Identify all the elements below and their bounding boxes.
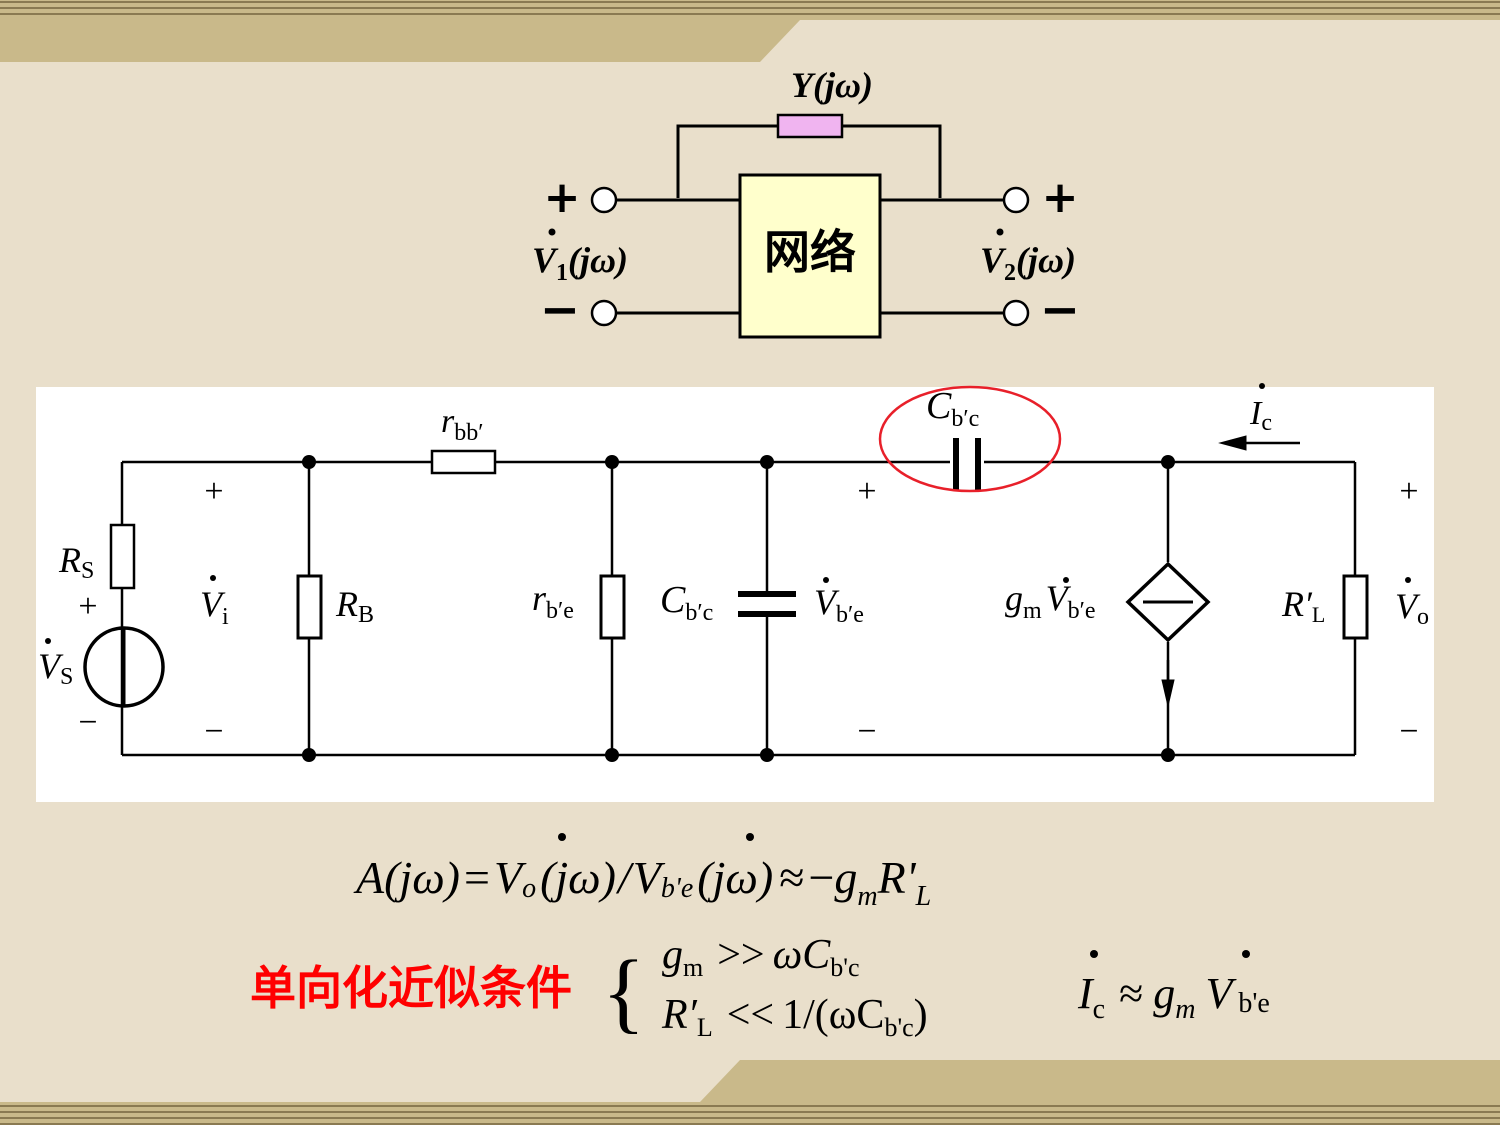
label-rl: R′L bbox=[1281, 584, 1325, 627]
dot-accent bbox=[823, 577, 829, 583]
label-vs: VS bbox=[38, 638, 73, 690]
circuit-wires bbox=[120, 460, 1357, 757]
circuit-arrows bbox=[1161, 435, 1300, 707]
two-port-labels: Y(jω) 网络 + − + − V1(jω) V2(jω) bbox=[532, 65, 1080, 338]
terminal-out-minus bbox=[1002, 299, 1030, 327]
network-box bbox=[738, 173, 882, 339]
dot-accent bbox=[746, 833, 754, 841]
label-vbe: Vb′e bbox=[814, 577, 864, 628]
dot-accent bbox=[996, 228, 1004, 236]
vi-plus-sign: + bbox=[204, 473, 223, 510]
label-ic: Ic bbox=[1249, 383, 1272, 436]
resistor-rbb bbox=[430, 449, 497, 475]
decor-top-stripes bbox=[0, 0, 1500, 62]
junction-dot bbox=[1161, 455, 1175, 469]
svg-text:Vi: Vi bbox=[200, 584, 229, 630]
svg-text:A(jω)=Vo(jω)/Vb'e(jω)≈−gmR'L: A(jω)=Vo(jω)/Vb'e(jω)≈−gmR'L bbox=[353, 852, 931, 912]
wire-feedback-left bbox=[676, 124, 778, 198]
resistor-rs bbox=[109, 523, 136, 590]
label-vi: Vi bbox=[200, 575, 229, 630]
network-label: 网络 bbox=[764, 225, 856, 279]
wire-feedback-right bbox=[842, 124, 942, 198]
svg-text:VS: VS bbox=[38, 646, 73, 690]
label-rbb: rbb′ bbox=[441, 403, 483, 446]
label-rb: RB bbox=[335, 584, 374, 628]
vs-plus-sign: + bbox=[78, 588, 97, 625]
output-plus-sign: + bbox=[1042, 172, 1079, 223]
label-cbc-shunt: Cb′c bbox=[660, 579, 713, 626]
vbe-minus-sign: − bbox=[857, 713, 876, 750]
condition-1: gm>>ωCb'c bbox=[662, 932, 860, 982]
output-voltage-label: V2(jω) bbox=[980, 228, 1076, 286]
resistor-rb bbox=[296, 574, 323, 640]
junction-dot bbox=[302, 455, 316, 469]
svg-text:Vo: Vo bbox=[1395, 586, 1429, 630]
admittance-label: Y(jω) bbox=[791, 65, 873, 105]
dot-accent bbox=[1090, 950, 1098, 958]
circuit-panel bbox=[36, 387, 1434, 802]
junction-dot bbox=[1161, 748, 1175, 762]
source-current-arrow bbox=[1161, 679, 1175, 707]
decor-bottom-stripes bbox=[0, 1060, 1500, 1125]
svg-text:Ic: Ic bbox=[1249, 395, 1272, 436]
terminal-in-plus bbox=[590, 186, 618, 214]
input-plus-sign: + bbox=[544, 172, 581, 223]
brace: { bbox=[602, 943, 645, 1042]
highlight-ellipse bbox=[878, 385, 1062, 493]
output-minus-sign: − bbox=[1040, 282, 1080, 338]
circuit-components bbox=[83, 438, 1369, 708]
junction-dots bbox=[302, 455, 1175, 762]
dot-accent bbox=[1242, 950, 1250, 958]
junction-dot bbox=[302, 748, 316, 762]
vs-minus-sign: − bbox=[78, 704, 97, 741]
vi-minus-sign: − bbox=[204, 713, 223, 750]
dot-accent bbox=[45, 638, 51, 644]
junction-dot bbox=[760, 748, 774, 762]
svg-text:V1(jω): V1(jω) bbox=[532, 240, 628, 286]
junction-dot bbox=[760, 455, 774, 469]
resistor-rl bbox=[1342, 574, 1369, 640]
gain-equation: A(jω)=Vo(jω)/Vb'e(jω)≈−gmR'L bbox=[353, 833, 931, 912]
vbe-plus-sign: + bbox=[857, 473, 876, 510]
two-port-diagram bbox=[590, 113, 1030, 339]
label-rbe: rb′e bbox=[532, 578, 574, 624]
input-minus-sign: − bbox=[540, 282, 580, 338]
circuit-labels: rbb′ Cb′c Ic RS VS Vi RB rb′e Cb′c Vb′e … bbox=[38, 383, 1429, 750]
label-vo: Vo bbox=[1395, 577, 1429, 630]
admittance-element bbox=[776, 113, 844, 139]
dot-accent bbox=[1063, 577, 1069, 583]
terminal-out-plus bbox=[1002, 186, 1030, 214]
svg-text:V2(jω): V2(jω) bbox=[980, 240, 1076, 286]
unilateral-conditions: 单向化近似条件 { gm>>ωCb'c R′L<<1/(ωCb'c) bbox=[250, 932, 928, 1042]
dot-accent bbox=[548, 228, 556, 236]
dot-accent bbox=[1405, 577, 1411, 583]
junction-dot bbox=[605, 455, 619, 469]
ic-current-arrow bbox=[1218, 435, 1247, 451]
condition-2: R′L<<1/(ωCb'c) bbox=[661, 992, 928, 1042]
resistor-rbe bbox=[599, 574, 626, 640]
junction-dot bbox=[605, 748, 619, 762]
vo-plus-sign: + bbox=[1399, 473, 1418, 510]
dot-accent bbox=[1259, 383, 1265, 389]
dot-accent bbox=[558, 833, 566, 841]
terminal-in-minus bbox=[590, 299, 618, 327]
vo-minus-sign: − bbox=[1399, 713, 1418, 750]
label-cbc-series: Cb′c bbox=[926, 385, 979, 432]
dot-accent bbox=[210, 575, 216, 581]
label-rs: RS bbox=[58, 540, 94, 584]
svg-text:Vb′e: Vb′e bbox=[814, 582, 864, 628]
condition-title: 单向化近似条件 bbox=[250, 961, 572, 1015]
input-voltage-label: V1(jω) bbox=[532, 228, 628, 286]
